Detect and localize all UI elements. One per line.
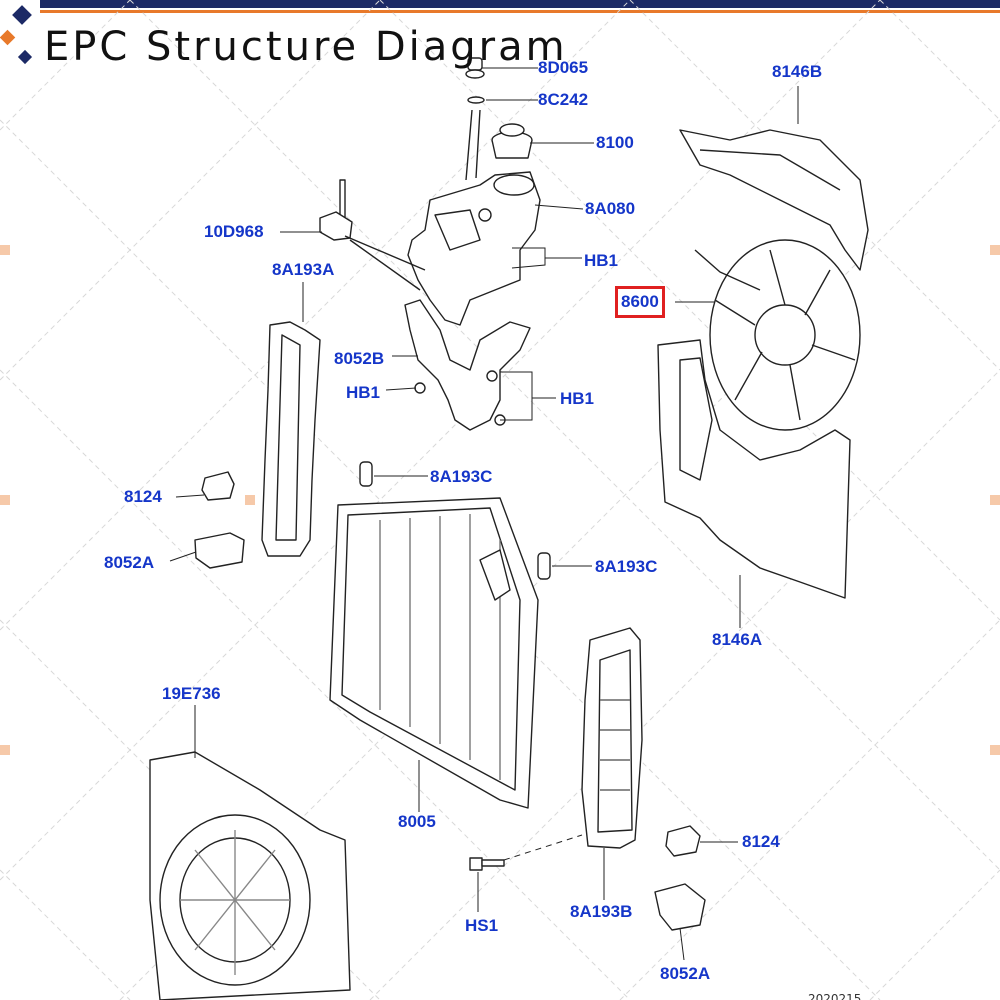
label-8a193c-lower[interactable]: 8A193C	[595, 557, 658, 576]
part-8a080-tank	[407, 171, 541, 326]
part-8a193c-grommets	[359, 461, 551, 580]
part-8600-fan	[694, 239, 861, 431]
part-8146a-shroud	[657, 339, 851, 599]
label-8100[interactable]: 8100	[596, 133, 634, 152]
label-8052b[interactable]: 8052B	[334, 349, 385, 368]
logo-diamonds	[0, 5, 33, 65]
label-8c242[interactable]: 8C242	[538, 90, 589, 109]
label-10d968[interactable]: 10D968	[204, 222, 264, 241]
label-hs1[interactable]: HS1	[465, 916, 499, 935]
part-hs1-bolt	[469, 857, 505, 871]
label-8600-highlighted[interactable]: 8600	[615, 286, 665, 318]
part-outlines	[149, 57, 869, 1000]
label-8a193a[interactable]: 8A193A	[272, 260, 335, 279]
part-8146b-shroud	[679, 129, 869, 271]
part-8a193b-bracket	[581, 627, 643, 849]
label-8124-right[interactable]: 8124	[742, 832, 780, 851]
label-8052a-right[interactable]: 8052A	[660, 964, 711, 983]
page-title: EPC Structure Diagram	[44, 24, 568, 70]
label-8146a[interactable]: 8146A	[712, 630, 763, 649]
label-hb1-right[interactable]: HB1	[560, 389, 595, 408]
part-8052a-right	[654, 883, 706, 931]
label-8124-left[interactable]: 8124	[124, 487, 162, 506]
label-8a193b[interactable]: 8A193B	[570, 902, 633, 921]
label-8052a-left[interactable]: 8052A	[104, 553, 155, 572]
part-10d968-sensor	[319, 179, 353, 241]
part-8052b-bracket	[404, 299, 531, 431]
part-8a193a-bracket	[261, 321, 321, 557]
part-8052a-left	[194, 532, 245, 569]
label-hb1-left[interactable]: HB1	[346, 383, 381, 402]
part-8d065-cap	[465, 57, 485, 181]
header-bar	[40, 0, 1000, 8]
part-8100-cap	[491, 123, 533, 159]
leader-lines	[169, 67, 799, 961]
label-8005[interactable]: 8005	[398, 812, 436, 831]
header-accent-bar	[40, 10, 1000, 13]
part-8124-right	[665, 825, 701, 857]
part-19e736-fan-assembly	[149, 751, 351, 1000]
label-8a080[interactable]: 8A080	[585, 199, 636, 218]
part-8124-left	[201, 471, 235, 501]
part-8005-radiator	[329, 497, 539, 809]
label-hb1-tank[interactable]: HB1	[584, 251, 619, 270]
footer-stamp: 2020215	[808, 992, 862, 1000]
label-8a193c-upper[interactable]: 8A193C	[430, 467, 493, 486]
label-8d065[interactable]: 8D065	[538, 58, 589, 77]
label-19e736[interactable]: 19E736	[162, 684, 221, 703]
label-8146b[interactable]: 8146B	[772, 62, 823, 81]
